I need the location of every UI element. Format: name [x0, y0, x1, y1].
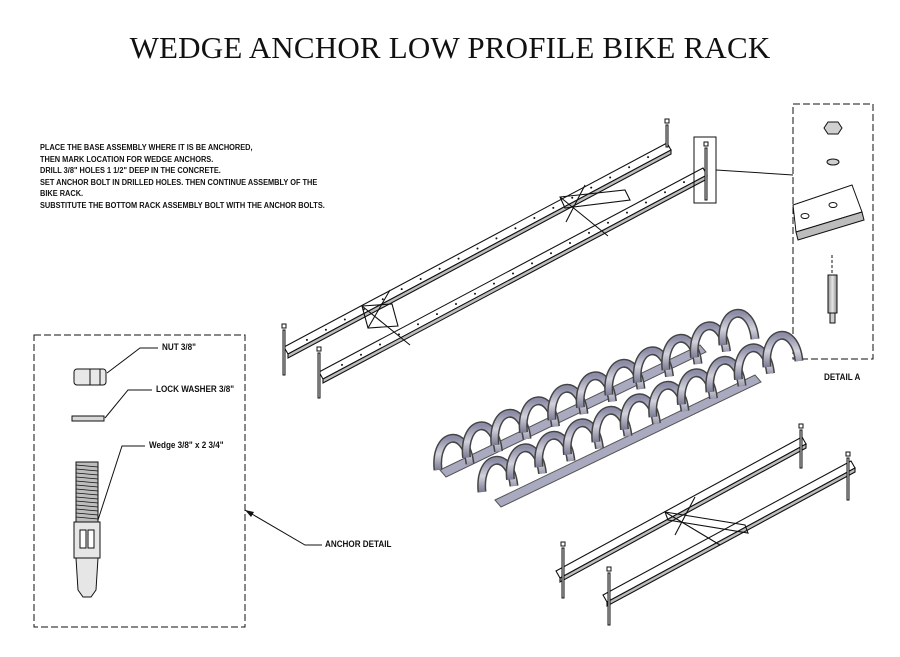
rail-hole — [514, 227, 517, 230]
rail-hole — [455, 302, 457, 305]
rail-hole — [476, 247, 479, 250]
rail-hole — [493, 282, 495, 285]
rail-hole — [400, 288, 403, 291]
detail-a-label: DETAIL A — [824, 372, 861, 382]
rail-hole — [379, 343, 381, 346]
rail-hole — [362, 308, 365, 311]
thread-line — [75, 496, 99, 500]
rail-hole — [590, 186, 593, 189]
thread-line — [75, 512, 99, 516]
rail-hole — [609, 176, 612, 179]
rail-hole — [531, 262, 533, 265]
rail-hole — [607, 221, 609, 224]
rail-hole — [533, 217, 536, 220]
page-title: WEDGE ANCHOR LOW PROFILE BIKE RACK — [129, 30, 771, 65]
lock-washer-label: LOCK WASHER 3/8" — [156, 384, 235, 394]
instruction-line: DRILL 3/8" HOLES 1 1/2" DEEP IN THE CONC… — [40, 165, 221, 176]
wedge-anchor-icon — [73, 461, 101, 598]
washer-icon — [826, 158, 840, 166]
rail-hole — [324, 328, 327, 331]
rail-hole — [341, 363, 343, 366]
instructions-block: PLACE THE BASE ASSEMBLY WHERE IT IS BE A… — [40, 142, 325, 212]
rail-hole — [474, 292, 476, 295]
nut-icon — [823, 121, 843, 135]
instruction-line: PLACE THE BASE ASSEMBLY WHERE IT IS BE A… — [40, 142, 253, 152]
rail-hole — [438, 267, 441, 270]
thread-line — [75, 516, 99, 520]
rail-hole — [457, 257, 460, 260]
rail-hole — [550, 252, 552, 255]
thread-line — [75, 484, 99, 488]
instruction-line: BIKE RACK. — [40, 188, 84, 199]
rail-hole — [626, 211, 628, 214]
rail-hole — [552, 206, 555, 209]
upper-anchor-bolts — [281, 118, 709, 399]
wedge-label: Wedge 3/8" x 2 3/4" — [149, 440, 224, 450]
rail-hole — [571, 196, 574, 199]
rail-hole — [512, 272, 514, 275]
rail-hole — [664, 191, 666, 194]
thread-line — [75, 492, 99, 496]
rail-hole — [645, 201, 647, 204]
detail-a-leader — [715, 169, 794, 176]
rack-loop — [763, 332, 802, 368]
washer-leader — [104, 389, 152, 419]
instruction-line: SET ANCHOR BOLT IN DRILLED HOLES. THEN C… — [40, 176, 318, 187]
rail-hole — [419, 277, 422, 280]
rail-hole — [495, 237, 498, 240]
rack-loop — [719, 310, 758, 346]
rail-hole — [588, 231, 590, 234]
thread-line — [75, 472, 99, 476]
thread-line — [75, 464, 99, 468]
lower-base-assembly — [555, 436, 856, 607]
thread-line — [75, 504, 99, 508]
nut-leader — [106, 347, 158, 374]
lock-washer-icon — [71, 415, 105, 422]
upper-base-assembly — [283, 142, 708, 384]
thread-line — [75, 480, 99, 484]
bike-rack-loops — [433, 308, 804, 508]
thread-line — [75, 508, 99, 512]
upper-rail-holes — [305, 156, 840, 594]
rack-base-tube — [494, 374, 762, 508]
anchor-bolt-icon — [827, 274, 838, 314]
rail-hole — [436, 313, 438, 316]
lower-anchor-bolts — [560, 423, 851, 626]
thread-line — [75, 488, 99, 492]
rail-hole — [360, 353, 362, 356]
anchor-detail-box — [33, 334, 322, 628]
rail-hole — [398, 333, 400, 336]
thread-line — [75, 500, 99, 504]
rail-hole — [569, 242, 571, 245]
detail-a-box — [792, 103, 874, 360]
instruction-line: THEN MARK LOCATION FOR WEDGE ANCHORS. — [40, 153, 214, 164]
rail-hole — [381, 298, 384, 301]
rail-hole — [305, 338, 308, 341]
anchor-detail-label: ANCHOR DETAIL — [325, 539, 392, 549]
anchor-detail-leader — [244, 509, 322, 546]
thread-line — [75, 468, 99, 472]
rail-hole — [647, 156, 650, 159]
thread-line — [75, 476, 99, 480]
instruction-line: SUBSTITUTE THE BOTTOM RACK ASSEMBLY BOLT… — [40, 199, 325, 210]
rail-hole — [628, 166, 631, 169]
rail-hole — [417, 323, 419, 326]
rail-hole — [343, 318, 346, 321]
wedge-leader — [97, 445, 145, 521]
rail-hole — [683, 181, 685, 184]
nut-label: NUT 3/8" — [162, 342, 197, 352]
